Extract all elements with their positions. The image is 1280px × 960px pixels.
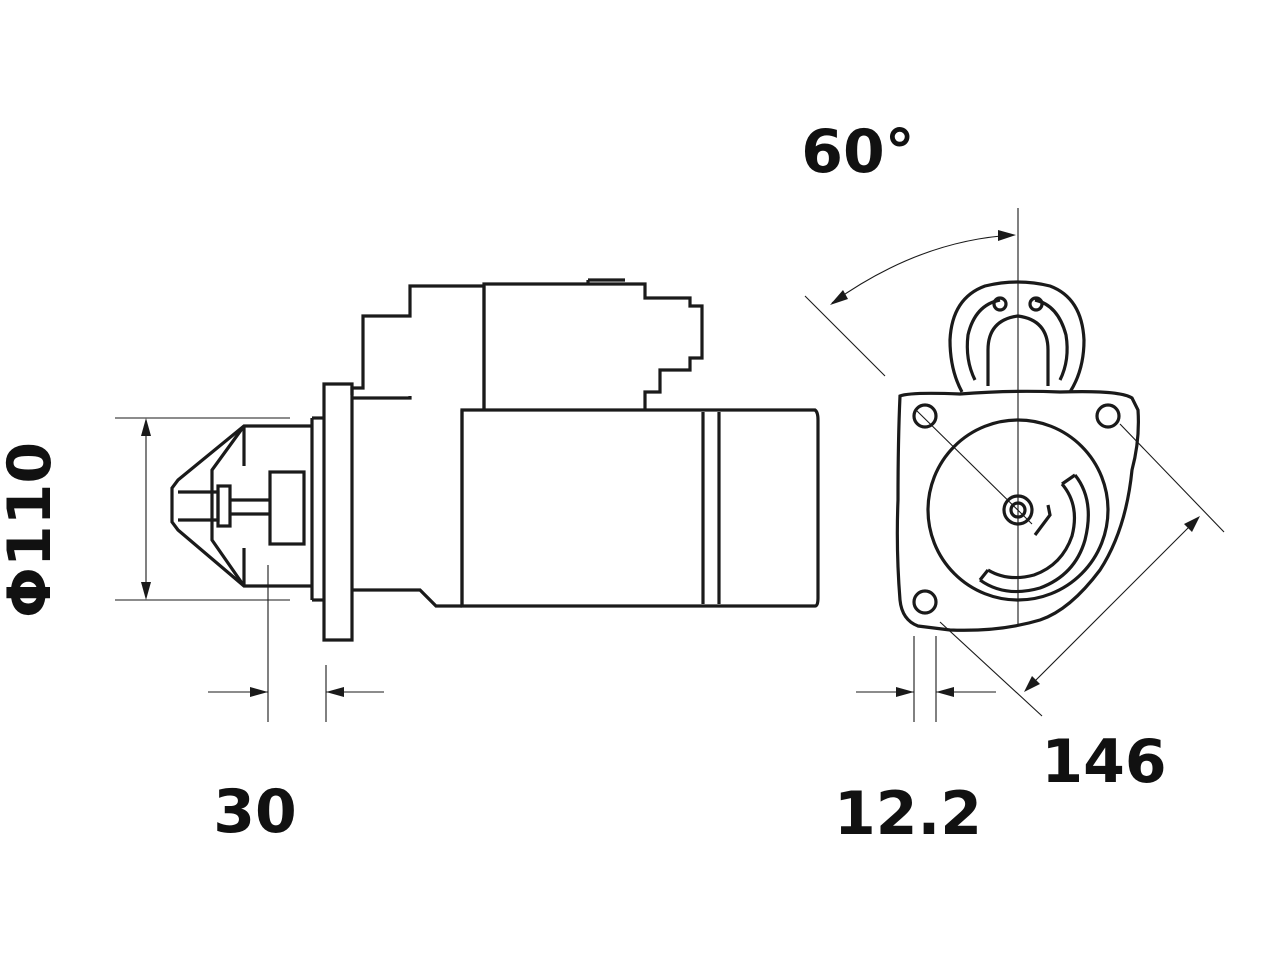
offset-label: 30 <box>213 777 297 847</box>
offset-dimension <box>208 565 384 722</box>
motor-housing <box>460 408 820 608</box>
pinion-nose <box>170 418 314 600</box>
diameter-label: Φ110 <box>0 442 65 618</box>
bolt-hole-top-right <box>1095 403 1121 429</box>
solenoid <box>350 278 704 410</box>
flange-label: 12.2 <box>834 779 982 849</box>
end-view <box>804 208 1225 722</box>
mounting-flange <box>312 382 462 642</box>
bolt-span-dimension <box>939 423 1225 717</box>
bolt-span-label: 146 <box>1041 727 1166 797</box>
flange-dimension <box>856 636 996 722</box>
angle-dimension <box>804 230 1016 377</box>
end-flange-plate <box>895 389 1140 632</box>
diameter-dimension <box>115 417 290 601</box>
terminal-loop <box>948 280 1086 393</box>
bolt-hole-top-left <box>912 403 938 429</box>
angle-label: 60° <box>801 117 915 187</box>
side-view <box>115 278 820 722</box>
bolt-hole-bottom-left <box>912 589 938 615</box>
